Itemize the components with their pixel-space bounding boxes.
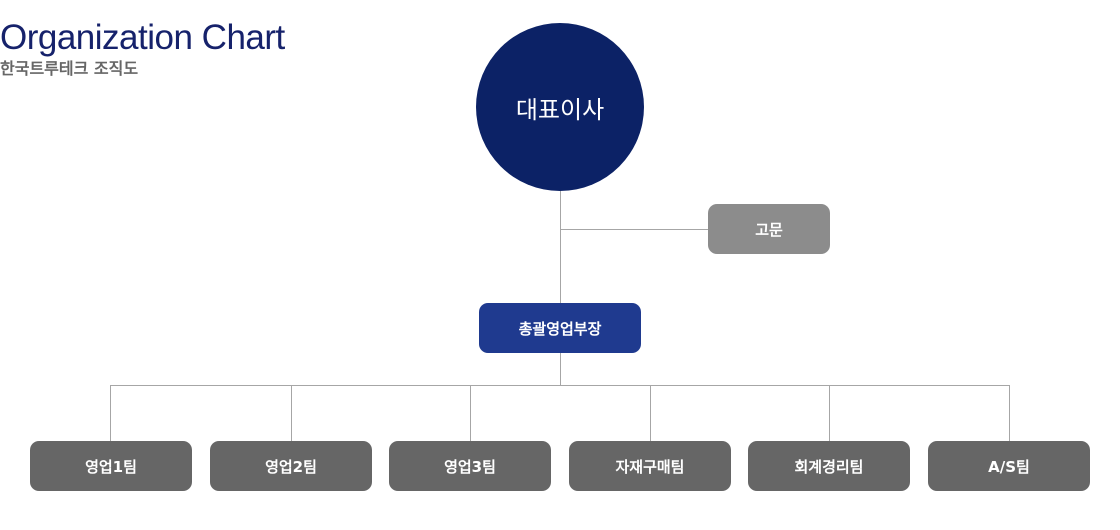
team-node-purchasing: 자재구매팀 [569,441,731,491]
page-title: Organization Chart [0,18,285,57]
team-node-sales-3: 영업3팀 [389,441,551,491]
header: Organization Chart 한국트루테크 조직도 [0,18,285,80]
connector-ceo-to-gm [560,191,561,303]
connector-team-5 [829,385,830,441]
team-node-accounting: 회계경리팀 [748,441,910,491]
team-node-sales-2: 영업2팀 [210,441,372,491]
connector-team-2 [291,385,292,441]
connector-team-6 [1009,385,1010,441]
connector-gm-to-teams [560,353,561,386]
general-manager-node: 총괄영업부장 [479,303,641,353]
advisor-node: 고문 [708,204,830,254]
connector-teams-horizontal [110,385,1010,386]
connector-team-3 [470,385,471,441]
connector-advisor-branch [560,229,708,230]
connector-team-1 [110,385,111,441]
ceo-node: 대표이사 [476,23,644,191]
connector-team-4 [650,385,651,441]
page-subtitle: 한국트루테크 조직도 [0,59,139,78]
team-node-sales-1: 영업1팀 [30,441,192,491]
team-node-as: A/S팀 [928,441,1090,491]
